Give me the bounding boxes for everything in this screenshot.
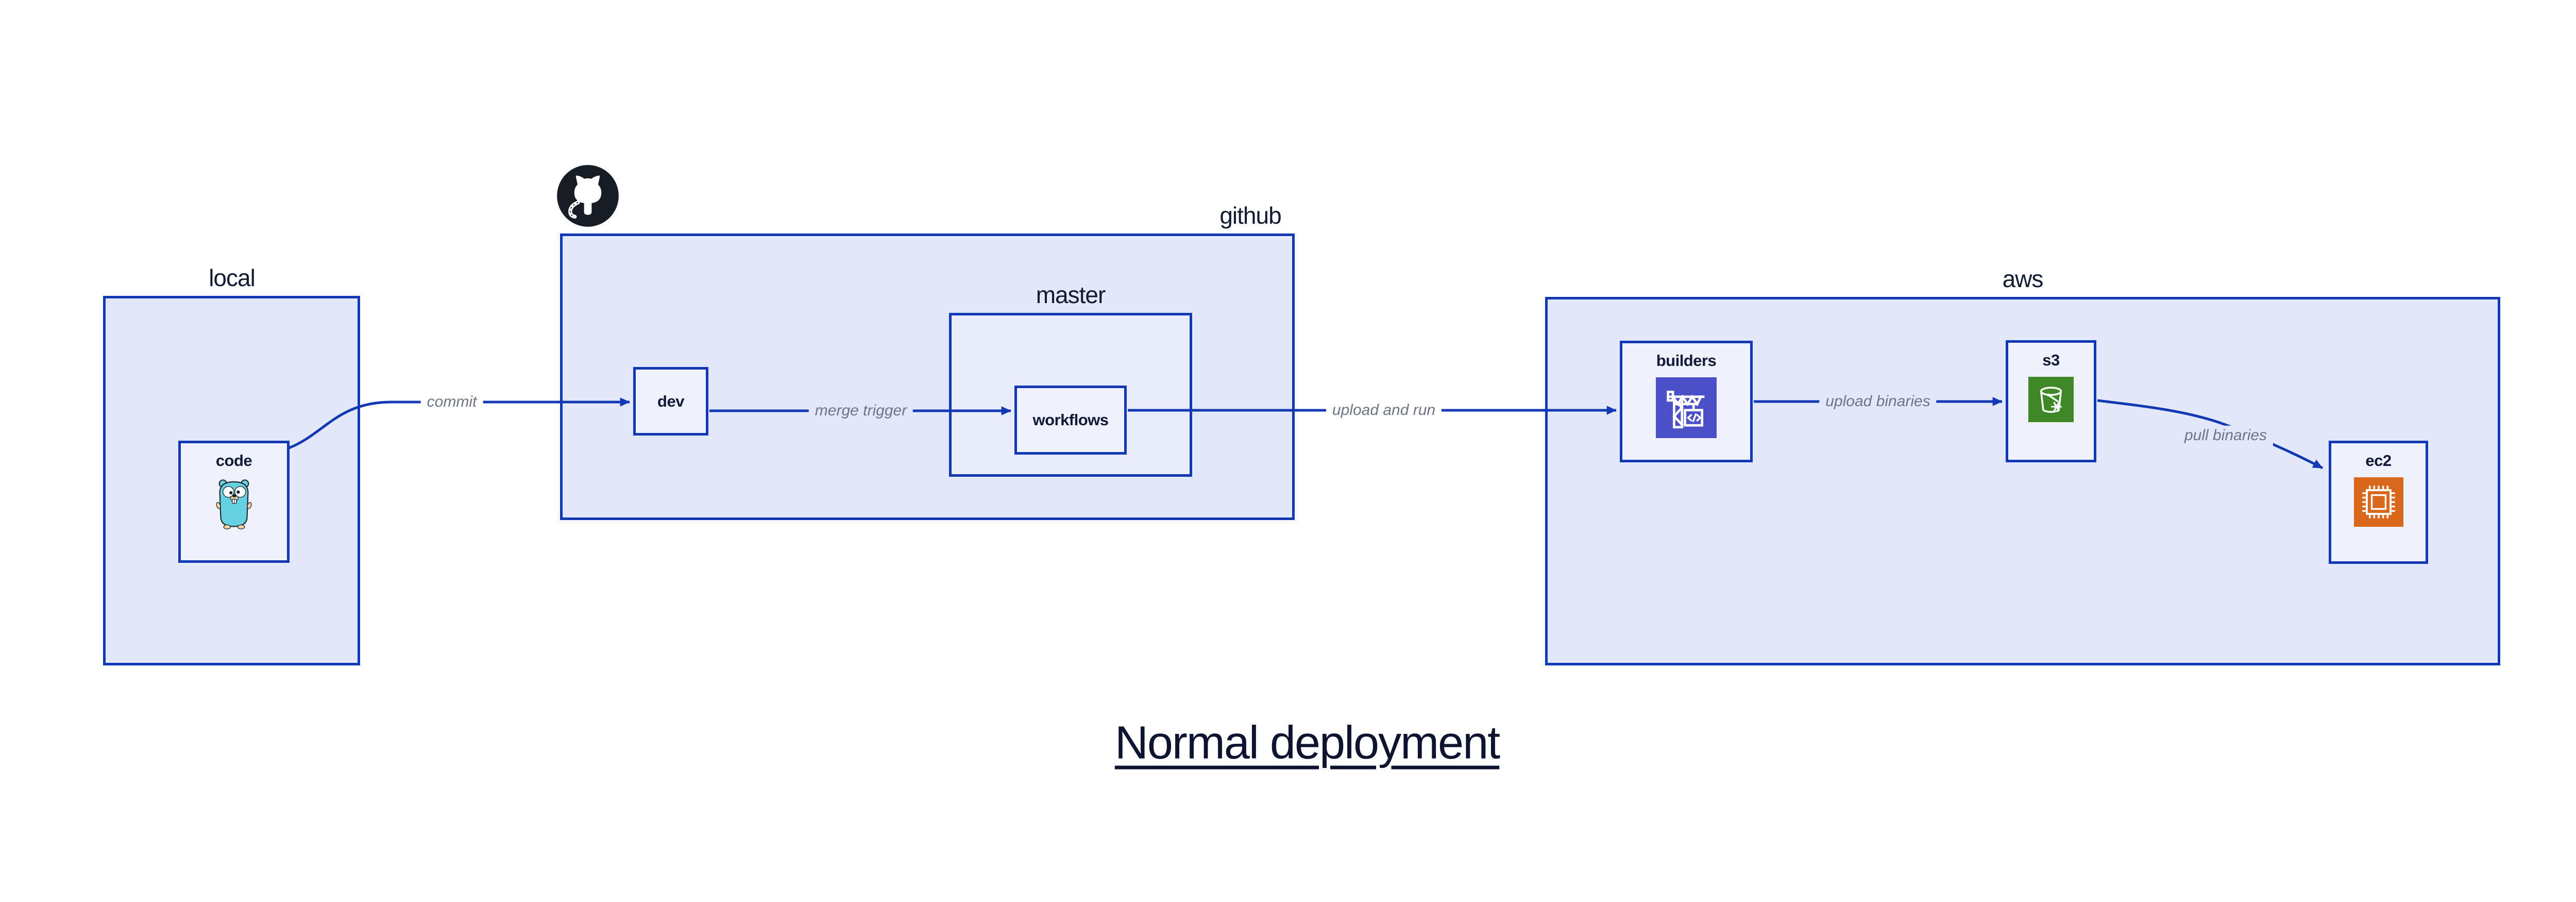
upload-binaries-edge-label: upload binaries: [1819, 391, 1937, 412]
edge-pull-binaries: [2097, 399, 2324, 470]
github-octocat-icon: [557, 165, 619, 227]
merge-trigger-edge-label: merge trigger: [808, 400, 913, 421]
diagram-title: Normal deployment: [1114, 717, 1500, 769]
aws-group-label: aws: [2002, 265, 2044, 292]
ec2-label: ec2: [2365, 452, 2392, 470]
upload-and-run-edge-label: upload and run: [1326, 400, 1442, 421]
s3-bucket-icon: [2028, 377, 2074, 425]
dev-label: dev: [657, 392, 684, 410]
master-group-label: master: [1036, 281, 1106, 308]
node-builders: builders: [1620, 341, 1753, 462]
s3-label: s3: [2042, 351, 2060, 369]
edge-commit: [289, 397, 630, 449]
build-crane-icon: [1656, 377, 1717, 441]
builders-label: builders: [1656, 352, 1717, 370]
github-group-label: github: [1219, 202, 1281, 229]
node-s3: s3: [2006, 340, 2096, 462]
cpu-chip-icon: [2353, 477, 2403, 529]
go-gopher-icon: [213, 477, 255, 534]
workflows-label: workflows: [1032, 411, 1109, 429]
pull-binaries-edge-label: pull binaries: [2178, 425, 2274, 446]
commit-edge-label: commit: [420, 392, 483, 412]
code-label: code: [215, 452, 252, 470]
node-dev: dev: [633, 367, 708, 436]
node-code: code: [178, 441, 290, 563]
local-group-label: local: [209, 264, 256, 291]
node-workflows: workflows: [1014, 386, 1127, 455]
node-ec2: ec2: [2329, 441, 2428, 564]
